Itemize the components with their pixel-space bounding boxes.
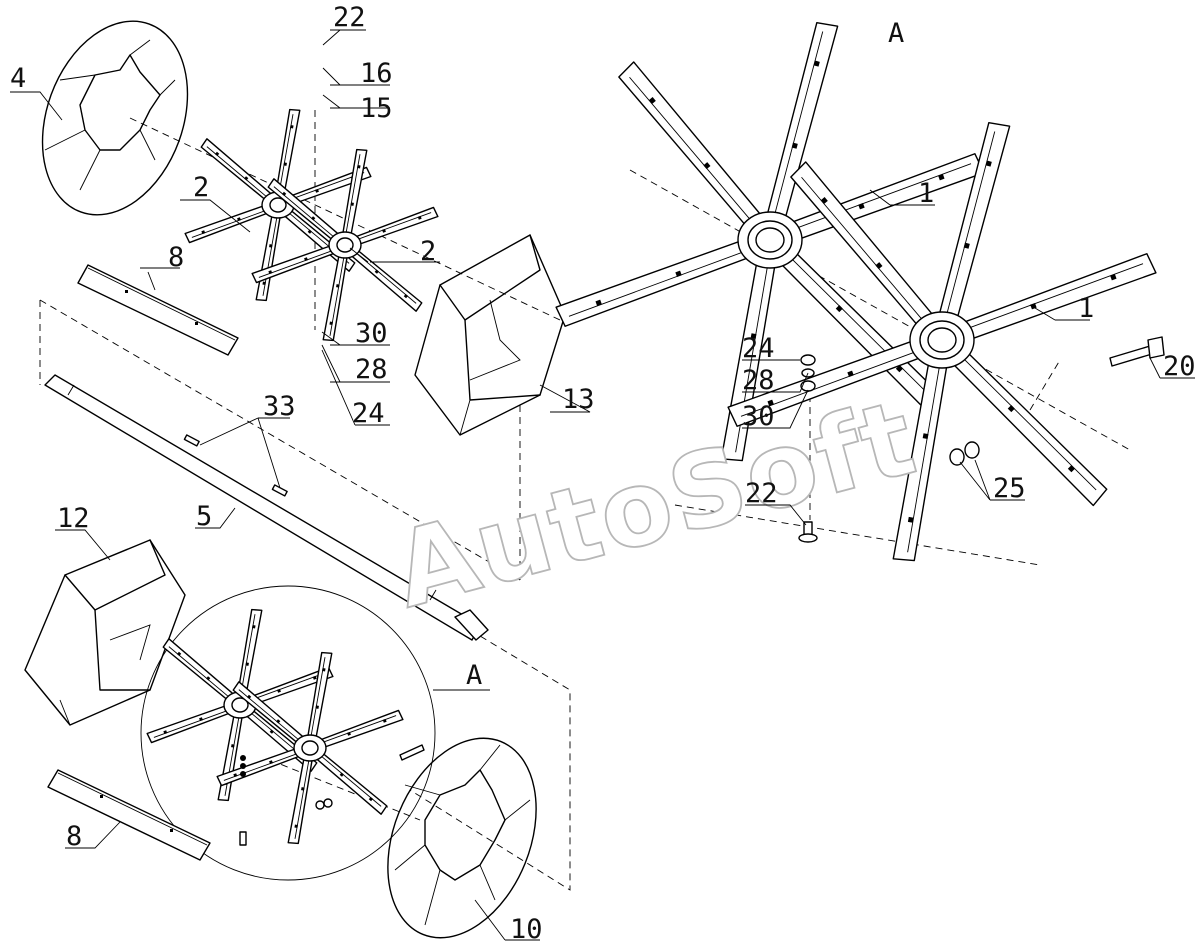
label-8-top: 8 [168, 242, 184, 273]
bottom-fasteners [239, 744, 425, 846]
label-33: 33 [263, 391, 296, 422]
label-8-bottom: 8 [66, 821, 82, 852]
label-10: 10 [510, 914, 543, 945]
blade-8-top [77, 264, 239, 356]
label-30-top: 30 [355, 318, 388, 349]
view-a-fasteners [798, 336, 1165, 543]
label-15: 15 [360, 93, 393, 124]
label-5: 5 [196, 501, 212, 532]
label-24-top: 24 [352, 398, 385, 429]
cover-plate-4 [41, 20, 189, 216]
label-12: 12 [57, 503, 90, 534]
label-1-top: 1 [918, 178, 934, 209]
watermark: AutoSoft [382, 376, 928, 632]
label-30-view: 30 [742, 401, 775, 432]
reference-labels: A A 4 22 16 15 2 2 8 30 28 24 33 13 5 12… [10, 2, 1196, 945]
label-13: 13 [562, 384, 595, 415]
detail-callout-circle-a [140, 585, 490, 881]
assembly-axes [39, 110, 1131, 891]
leader-lines [10, 29, 1195, 941]
label-25: 25 [993, 473, 1026, 504]
label-16: 16 [360, 58, 393, 89]
label-22-top: 22 [333, 2, 366, 33]
label-28-view: 28 [742, 365, 775, 396]
label-2-left: 2 [193, 172, 209, 203]
cage-13 [414, 234, 566, 436]
label-4: 4 [10, 63, 26, 94]
label-28-top: 28 [355, 354, 388, 385]
label-callout-a: A [466, 660, 482, 691]
label-view-a: A [888, 18, 904, 49]
cage-12 [24, 539, 186, 726]
label-20: 20 [1163, 351, 1196, 382]
cover-plate-10 [387, 737, 537, 939]
label-22-view: 22 [745, 478, 778, 509]
shaft-5 [44, 374, 489, 641]
label-1-bottom: 1 [1078, 293, 1094, 324]
label-2-right: 2 [420, 236, 436, 267]
label-24-view: 24 [742, 333, 775, 364]
blade-8-bottom [47, 769, 211, 861]
